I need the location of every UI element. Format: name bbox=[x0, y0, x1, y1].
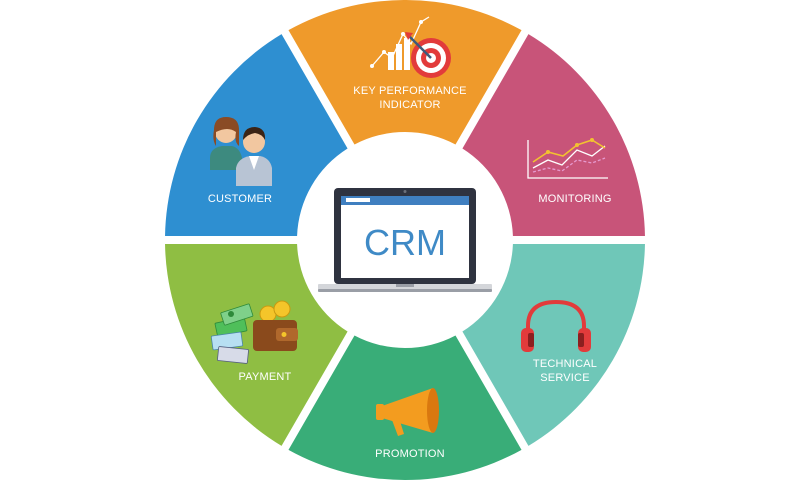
customers-icon bbox=[210, 117, 272, 186]
monitoring-label-line: MONITORING bbox=[538, 193, 612, 205]
laptop-icon bbox=[318, 188, 492, 292]
promotion-label-line: PROMOTION bbox=[375, 448, 445, 460]
payment-label-line: PAYMENT bbox=[238, 371, 292, 383]
monitoring-label: MONITORING bbox=[520, 192, 630, 206]
segment-technical bbox=[462, 244, 645, 446]
megaphone-icon bbox=[376, 388, 439, 436]
technical-label-line: TECHNICAL bbox=[532, 358, 598, 370]
money-wallet-icon bbox=[210, 300, 298, 364]
customer-label: CUSTOMER bbox=[185, 192, 295, 206]
technical-label-line: SERVICE bbox=[540, 372, 590, 384]
technical-service-label: TECHNICAL SERVICE bbox=[515, 357, 615, 385]
segment-kpi bbox=[288, 0, 522, 145]
promotion-label: PROMOTION bbox=[355, 447, 465, 461]
line-chart-icon bbox=[527, 138, 608, 179]
kpi-target-icon bbox=[370, 16, 451, 78]
headphones-icon bbox=[521, 299, 591, 352]
crm-center-text: CRM bbox=[364, 222, 446, 263]
segment-monitoring bbox=[462, 34, 645, 237]
kpi-label-line: INDICATOR bbox=[379, 99, 441, 111]
payment-label: PAYMENT bbox=[215, 370, 315, 384]
kpi-label-line: KEY PERFORMANCE bbox=[353, 85, 467, 97]
customer-label-line: CUSTOMER bbox=[207, 193, 273, 205]
kpi-label: KEY PERFORMANCE INDICATOR bbox=[345, 84, 475, 112]
